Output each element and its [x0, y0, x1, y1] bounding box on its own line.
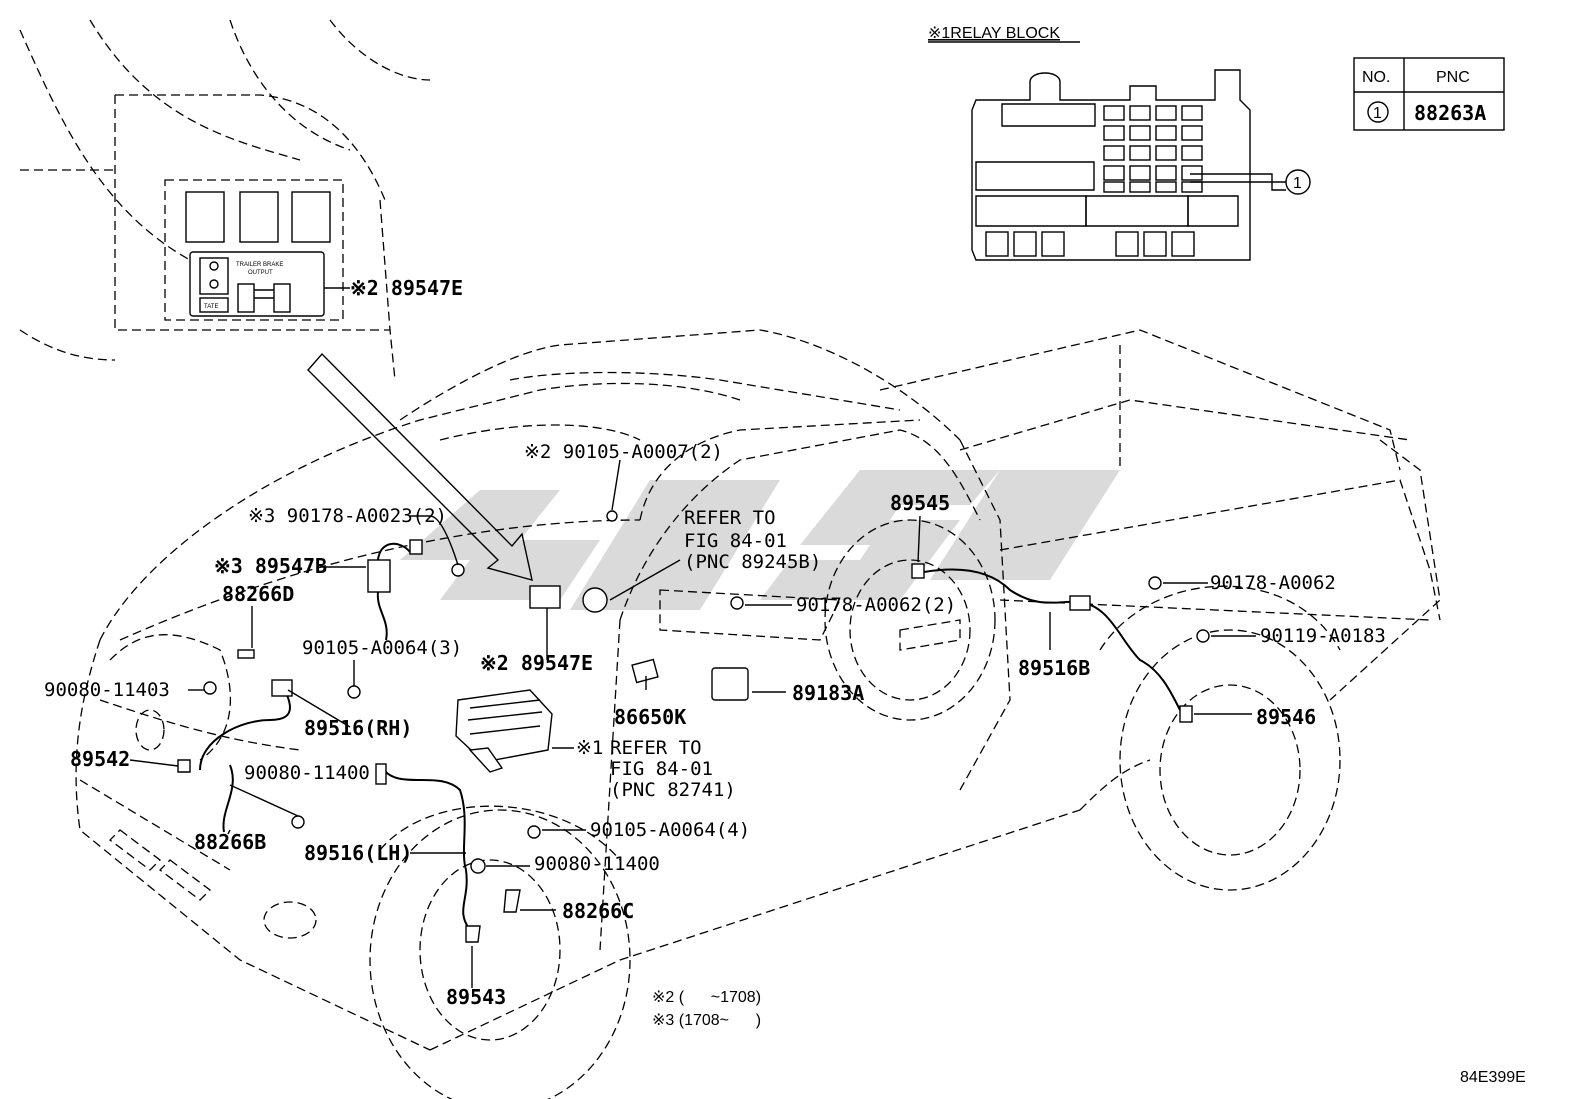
pnc-header-no: NO.	[1362, 69, 1390, 86]
refer-mid-line3: (PNC 82741)	[610, 779, 736, 801]
trailer-brake-label: TRAILER BRAKE	[236, 262, 283, 268]
direction-arrow-icon	[307, 352, 533, 581]
refer-mid-line1: REFER TO	[610, 737, 702, 759]
refer-top-line1: REFER TO	[684, 507, 776, 529]
brake-controller-icon	[189, 251, 325, 317]
label-89516B: 89516B	[1018, 656, 1090, 680]
label-89547B: ※3 89547B	[214, 554, 327, 578]
parts-layer	[177, 510, 1210, 943]
label-90178-A0062: 90178-A0062	[1210, 572, 1336, 594]
pnc-header-pnc: PNC	[1436, 69, 1470, 86]
label-88266C: 88266C	[562, 899, 634, 923]
watermark-logo	[400, 470, 1120, 610]
label-89543: 89543	[446, 985, 506, 1009]
pnc-table: NO. PNC 1 88263A	[1353, 57, 1505, 131]
relay-block-title: ※1RELAY BLOCK	[928, 25, 1060, 42]
label-88266D: 88266D	[222, 582, 294, 606]
refer-top-line3: (PNC 89245B)	[684, 551, 821, 573]
relay-callout-number: 1	[1293, 175, 1302, 192]
refer-note-mid: ※1 REFER TO FIG 84-01 (PNC 82741)	[576, 737, 736, 801]
label-89516LH: 89516(LH)	[304, 841, 412, 865]
label-89545: 89545	[890, 491, 950, 515]
label-90080-11403: 90080-11403	[44, 679, 170, 701]
footnote-2: ※2 ( ~1708)	[652, 989, 761, 1006]
label-90080-11400-b: 90080-11400	[534, 853, 660, 875]
label-90105-A0064-3: 90105-A0064(3)	[302, 637, 462, 659]
leader-lines	[129, 459, 1256, 988]
footnote-3: ※3 (1708~ )	[652, 1012, 761, 1029]
label-90080-11400-a: 90080-11400	[244, 762, 370, 784]
footnotes: ※2 ( ~1708) ※3 (1708~ )	[652, 989, 761, 1029]
trailer-output-label: OUTPUT	[248, 270, 273, 276]
label-89546: 89546	[1256, 705, 1316, 729]
label-90119-A0183: 90119-A0183	[1260, 625, 1386, 647]
label-90105-A0007: ※2 90105-A0007(2)	[524, 441, 723, 463]
label-86650K: 86650K	[614, 705, 686, 729]
tate-button-label: TATE	[204, 304, 218, 310]
relay-callout-icon: 1	[1285, 169, 1311, 195]
relay-fuse-grid	[985, 105, 1203, 257]
refer-note-top: REFER TO FIG 84-01 (PNC 89245B)	[684, 507, 821, 573]
part-labels: ※2 89547E ※2 90105-A0007(2) ※3 90178-A00…	[44, 276, 1386, 1009]
label-89542: 89542	[70, 747, 130, 771]
truck-outline	[75, 329, 1441, 1099]
label-89183A: 89183A	[792, 681, 864, 705]
refer-mid-mark: ※1	[576, 737, 603, 759]
label-90178-A0062-2: 90178-A0062(2)	[796, 594, 956, 616]
label-90105-A0064-4: 90105-A0064(4)	[590, 819, 750, 841]
pnc-row-pnc: 88263A	[1414, 101, 1486, 125]
figure-id: 84E399E	[1460, 1069, 1526, 1086]
label-89547E-mid: ※2 89547E	[480, 651, 593, 675]
label-89516RH: 89516(RH)	[304, 716, 412, 740]
label-88266B: 88266B	[194, 830, 266, 854]
dashboard-inset: TRAILER BRAKE OUTPUT TATE	[19, 19, 431, 381]
label-89547E-top: ※2 89547E	[350, 276, 463, 300]
refer-mid-line2: FIG 84-01	[610, 758, 713, 780]
refer-top-line2: FIG 84-01	[684, 530, 787, 552]
pnc-row-no: 1	[1373, 105, 1382, 122]
abs-actuator	[455, 689, 553, 773]
relay-block: ※1RELAY BLOCK 1	[928, 25, 1311, 261]
label-90178-A0023: ※3 90178-A0023(2)	[248, 505, 447, 527]
